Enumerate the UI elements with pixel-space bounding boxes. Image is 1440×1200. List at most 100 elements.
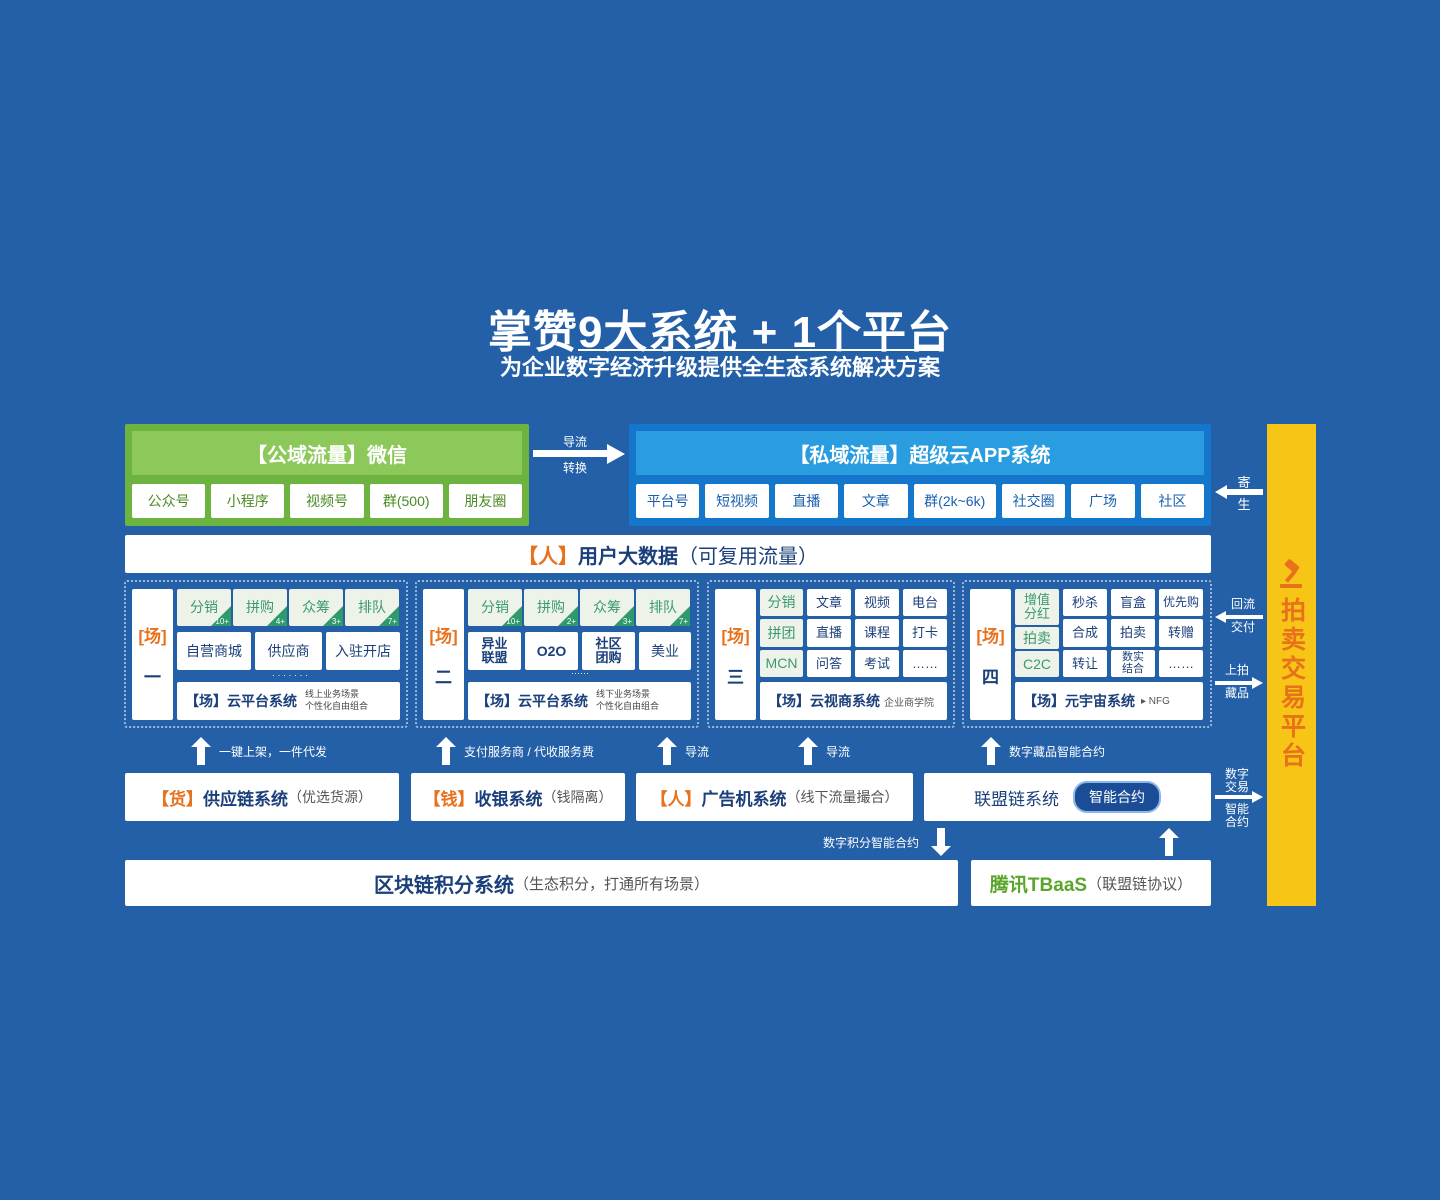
people-prefix: 【人】 bbox=[650, 789, 702, 809]
side-label-list-bottom: 藏品 bbox=[1224, 686, 1249, 700]
chip-public-4: 朋友圈 bbox=[448, 484, 523, 518]
scene-4-left-2: C2C bbox=[1015, 651, 1059, 677]
scene-4-note: ▸ NFG bbox=[1141, 695, 1170, 707]
scene-4 bbox=[962, 580, 1212, 728]
up-arrow-icon-2 bbox=[436, 737, 456, 765]
scene-3-grid-7: 考试 bbox=[855, 650, 899, 677]
flow-right-arrow-icon bbox=[533, 444, 625, 464]
big-data-suffix: （可复用流量） bbox=[678, 545, 818, 568]
side-label-contract: 智能 合约 bbox=[1216, 803, 1258, 828]
scene-4-grid-6: 转让 bbox=[1063, 650, 1107, 677]
side-label-return-top: 回流 bbox=[1230, 597, 1255, 611]
scene-3 bbox=[707, 580, 955, 728]
scene-1-tab-2-label: 众筹 bbox=[302, 599, 330, 616]
money-prefix: 【钱】 bbox=[423, 789, 475, 809]
scene-1-tab-1-label: 拼购 bbox=[246, 599, 274, 616]
blockchain-points-system: 区块链积分系统 （生态积分，打通所有场景） bbox=[125, 860, 958, 906]
tencent-suffix: （联盟链协议） bbox=[1087, 875, 1193, 893]
scene-3-label-top: [场] bbox=[721, 626, 750, 646]
scene-2-tab-0-badge: 10+ bbox=[506, 616, 520, 626]
scene-3-grid-3: 直播 bbox=[807, 619, 851, 647]
scene-4-grid-2: 优先购 bbox=[1159, 589, 1203, 616]
scene-4-left-1: 拍卖 bbox=[1015, 627, 1059, 649]
side-parasite-1: 生 bbox=[1237, 497, 1251, 513]
chip-private-5: 社交圈 bbox=[1001, 484, 1066, 518]
scene-1-tab-1-badge: 4+ bbox=[275, 616, 285, 626]
scene-3-label: [场] 三 bbox=[715, 589, 756, 720]
scene-3-grid-1: 视频 bbox=[855, 589, 899, 616]
chip-public-3: 群(500) bbox=[369, 484, 443, 518]
up-arrow-icon-4 bbox=[798, 737, 818, 765]
title-divider bbox=[578, 349, 940, 351]
flow-label-bottom: 转换 bbox=[562, 461, 587, 475]
scene-4-grid-3: 合成 bbox=[1063, 619, 1107, 647]
scene-1-label: [场] 一 bbox=[132, 589, 173, 720]
scene-2-note-0: 线下业务场景 bbox=[596, 689, 651, 700]
chip-private-2: 直播 bbox=[774, 484, 839, 518]
big-data-main: 用户大数据 bbox=[578, 545, 678, 568]
scene-2-notes: 线下业务场景 个性化自由组合 bbox=[596, 689, 659, 712]
scene-1-label-top: [场] bbox=[138, 626, 167, 646]
scene-2-item-3: 美业 bbox=[639, 632, 691, 670]
scene-2-label: [场] 二 bbox=[423, 589, 464, 720]
people-suffix: （线下流量撮合） bbox=[786, 789, 899, 805]
public-traffic-chips: 公众号 小程序 视频号 群(500) 朋友圈 bbox=[132, 484, 523, 518]
scene-2-tab-3-label: 排队 bbox=[649, 599, 677, 616]
scene-3-system-name: 【场】云视商系统 bbox=[768, 693, 880, 709]
scene-2-item-2: 社区 团购 bbox=[582, 632, 635, 670]
left-arrow-icon-2 bbox=[1215, 611, 1263, 623]
scene-2-item-1: O2O bbox=[525, 632, 578, 670]
scene-1-note-1: 个性化自由组合 bbox=[305, 701, 369, 711]
goods-suffix: （优选货源） bbox=[288, 789, 372, 805]
chip-private-4: 群(2k~6k) bbox=[913, 484, 996, 518]
scene-1-tab-3-label: 排队 bbox=[358, 599, 386, 616]
chip-private-7: 社区 bbox=[1140, 484, 1205, 518]
public-traffic-panel: 【公域流量】微信 公众号 小程序 视频号 群(500) 朋友圈 bbox=[125, 424, 529, 526]
scene-2-tab-2-label: 众筹 bbox=[593, 599, 621, 616]
scene-3-system: 【场】云视商系统 企业商学院 bbox=[760, 682, 947, 720]
chip-private-3: 文章 bbox=[844, 484, 908, 518]
supply-chain-system: 【货】 供应链系统 （优选货源） bbox=[125, 773, 399, 821]
page-title: 掌赞9大系统 + 1个平台 bbox=[487, 308, 953, 357]
arrow-label-4: 导流 bbox=[826, 745, 851, 759]
right-arrow-icon-1 bbox=[1215, 677, 1263, 689]
scene-3-left-2: MCN bbox=[760, 650, 803, 677]
side-parasite-0: 寄 bbox=[1237, 475, 1251, 490]
scene-2-label-top: [场] bbox=[429, 626, 458, 646]
arrow-label-5: 数字藏品智能合约 bbox=[1009, 745, 1106, 759]
scene-2-system: 【场】云平台系统 线下业务场景 个性化自由组合 bbox=[468, 682, 691, 720]
chip-public-0: 公众号 bbox=[132, 484, 206, 518]
side-digital-1: 交易 bbox=[1224, 779, 1249, 794]
up-arrow-icon-1 bbox=[191, 737, 211, 765]
side-digital-0: 数字 bbox=[1224, 767, 1249, 781]
side-contract-0: 智能 bbox=[1224, 802, 1249, 816]
scene-4-system: 【场】元宇宙系统 ▸ NFG bbox=[1015, 682, 1203, 720]
tencent-tbaas: 腾讯TBaaS （联盟链协议） bbox=[971, 860, 1211, 906]
user-big-data-bar: 【人】 用户大数据 （可复用流量） bbox=[125, 535, 1211, 573]
scene-2-tab-1-badge: 2+ bbox=[566, 616, 576, 626]
blockchain-suffix: （生态积分，打通所有场景） bbox=[513, 875, 709, 893]
scene-2 bbox=[415, 580, 699, 728]
alliance-name: 联盟链系统 bbox=[974, 789, 1059, 809]
private-traffic-chips: 平台号 短视频 直播 文章 群(2k~6k) 社交圈 广场 社区 bbox=[636, 484, 1205, 518]
down-arrow-icon bbox=[931, 828, 951, 856]
scene-4-grid-4: 拍卖 bbox=[1111, 619, 1155, 647]
scene-1-tab-3-badge: 7+ bbox=[387, 616, 397, 626]
money-suffix: （钱隔离） bbox=[542, 789, 613, 805]
scene-3-grid-6: 问答 bbox=[807, 650, 851, 677]
tencent-name: 腾讯TBaaS bbox=[989, 874, 1088, 896]
scene-3-left-1: 拼团 bbox=[760, 619, 803, 647]
auction-title: 拍卖交易平台 bbox=[1277, 597, 1306, 771]
scene-2-label-bottom: 二 bbox=[435, 667, 452, 687]
scene-3-label-bottom: 三 bbox=[727, 667, 744, 687]
scene-1-system: 【场】云平台系统 线上业务场景 个性化自由组合 bbox=[177, 682, 400, 720]
scene-4-grid-0: 秒杀 bbox=[1063, 589, 1107, 616]
scene-2-item-0: 异业 联盟 bbox=[468, 632, 521, 670]
scene-1-tab-0-badge: 10+ bbox=[215, 616, 229, 626]
down-arrow-label: 数字积分智能合约 bbox=[823, 836, 920, 850]
scene-4-label-bottom: 四 bbox=[982, 667, 999, 687]
